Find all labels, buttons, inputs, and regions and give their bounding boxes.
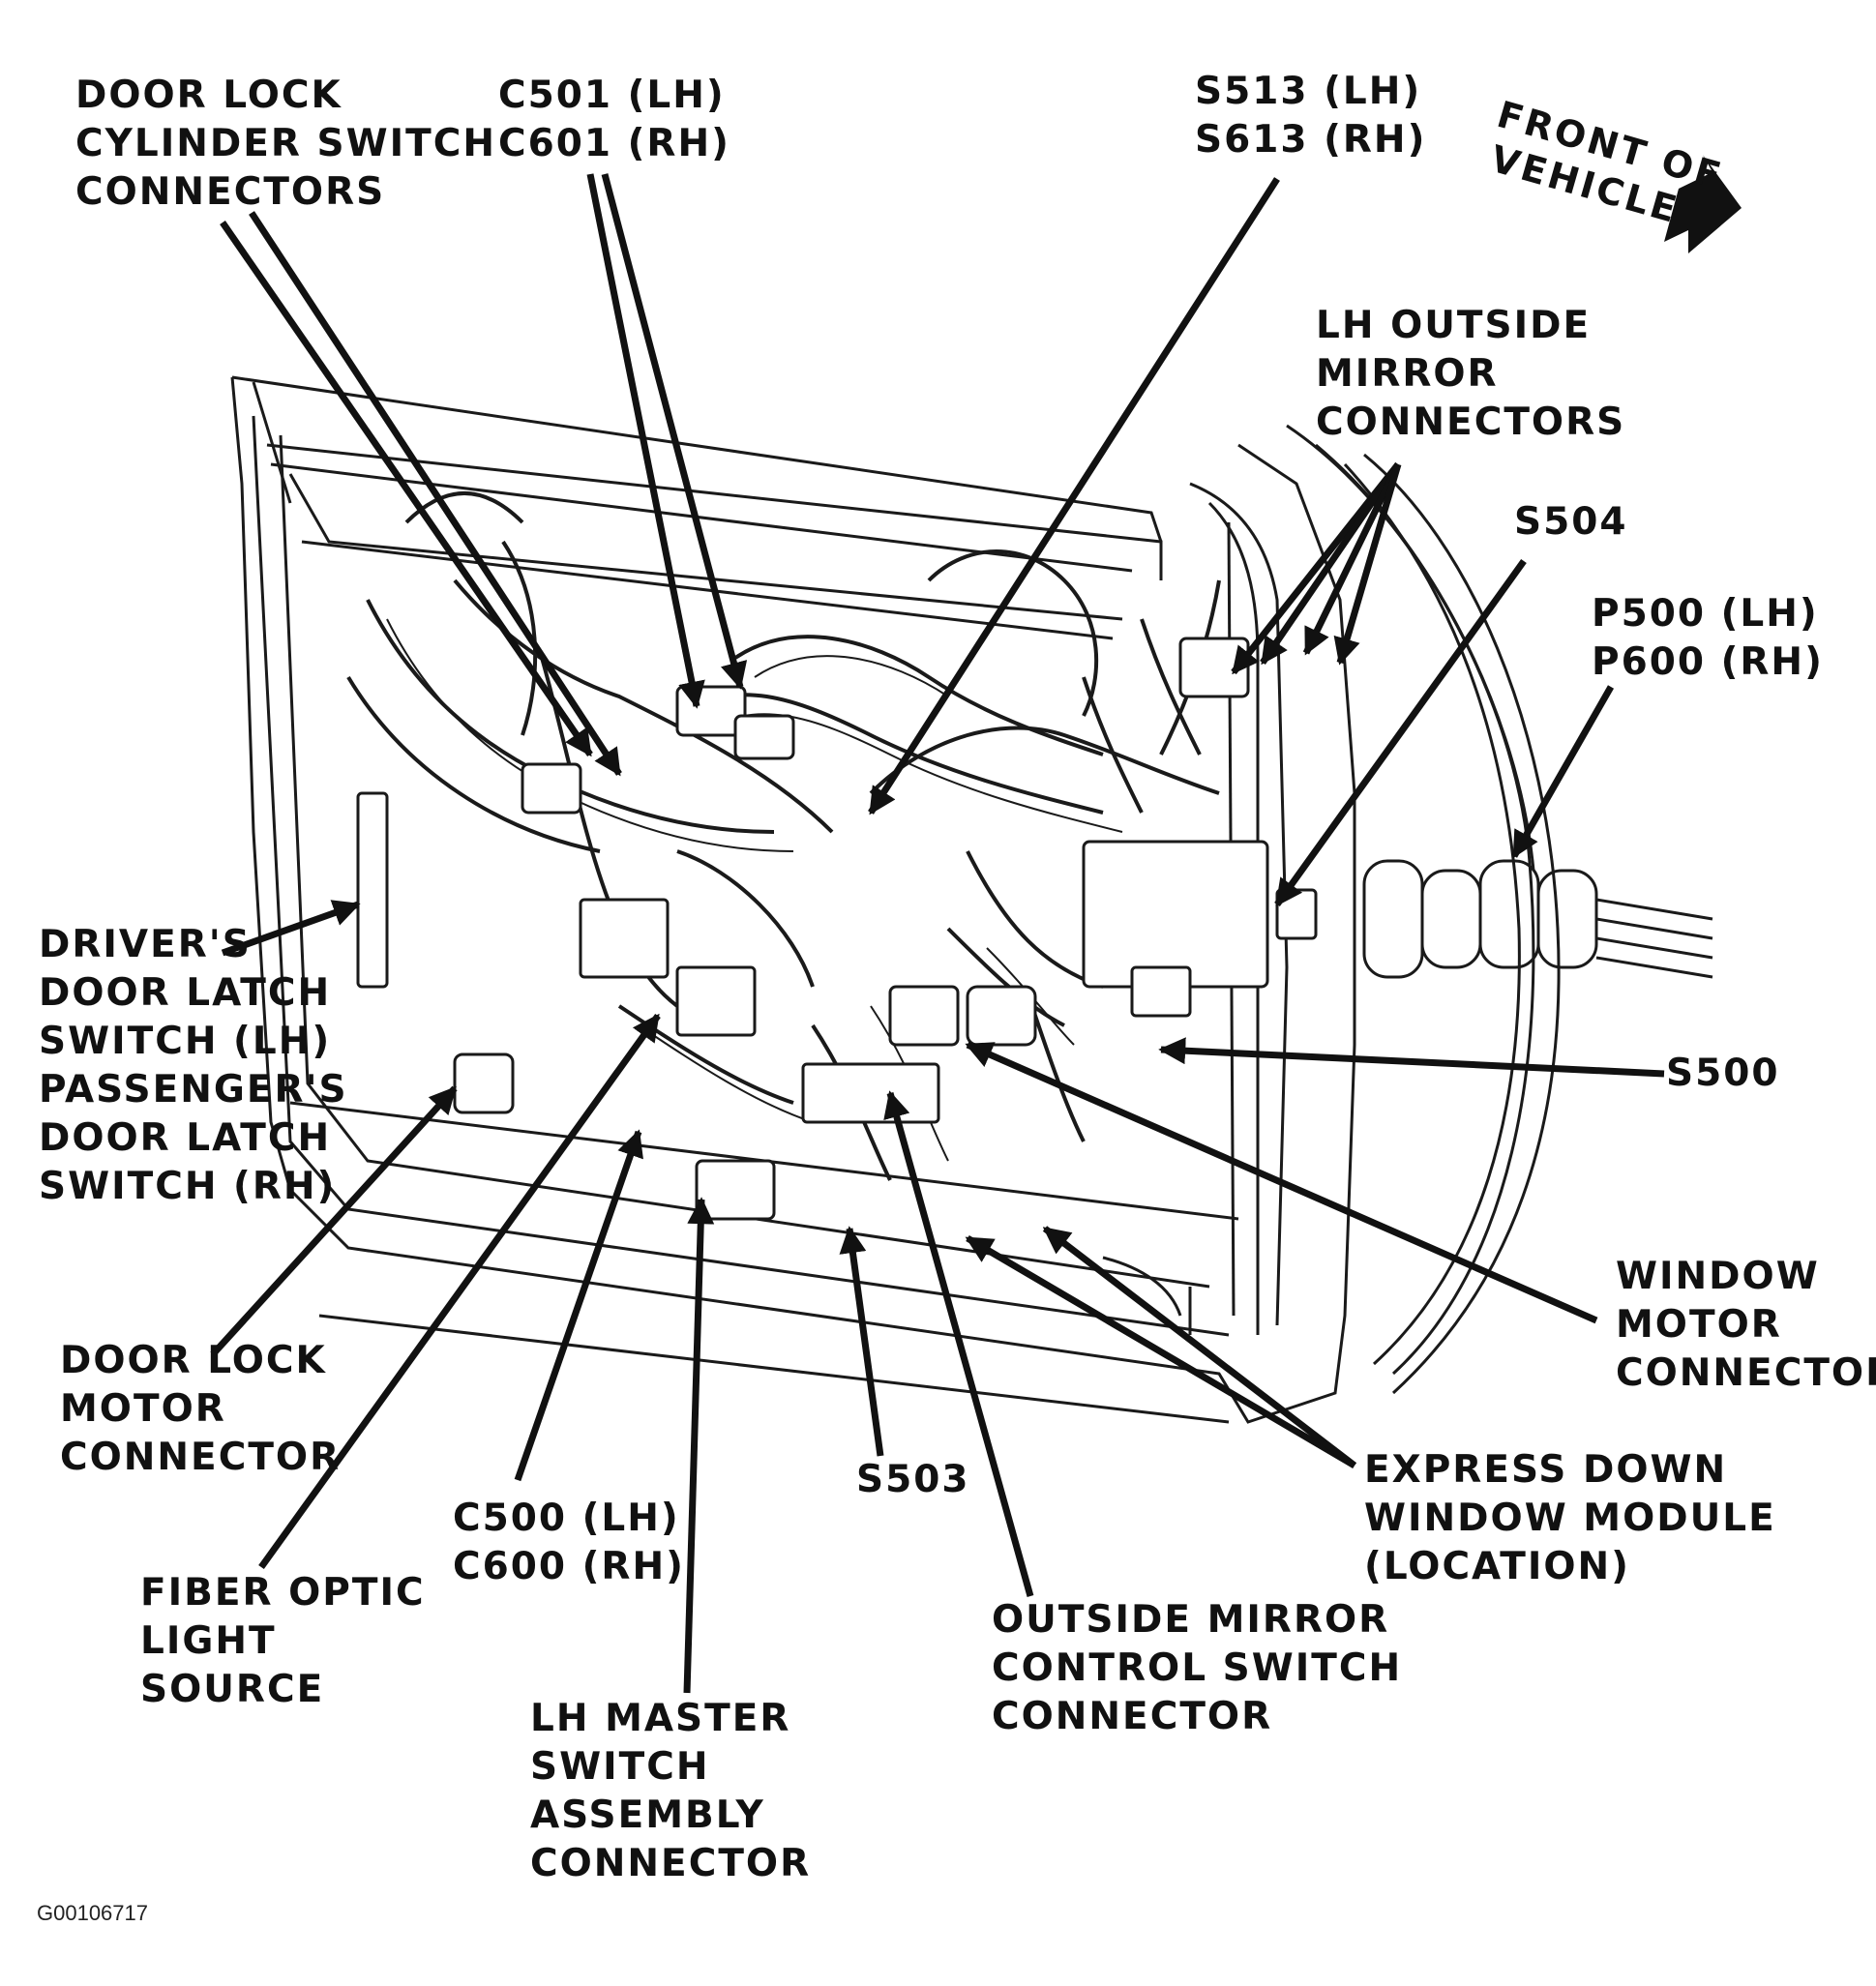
callout-line: CYLINDER SWITCH — [75, 122, 496, 165]
callout-line: SWITCH (LH) — [39, 1020, 332, 1063]
callout-express-down-window-module: EXPRESS DOWN WINDOW MODULE (LOCATION) — [1364, 1446, 1776, 1591]
leader-s503 — [839, 1226, 884, 1457]
leader-window-motor — [965, 1041, 1598, 1324]
callout-line: S613 (RH) — [1195, 118, 1427, 162]
callout-line: LH MASTER — [530, 1697, 791, 1740]
leader-s500 — [1158, 1037, 1665, 1078]
callout-line: DOOR LOCK — [60, 1339, 327, 1382]
callout-line: C600 (RH) — [453, 1545, 685, 1588]
leader-s504 — [1274, 558, 1527, 907]
callout-line: CONNECTOR — [992, 1695, 1273, 1738]
leader-mirror-4 — [1333, 463, 1402, 666]
callout-line: DOOR LATCH — [39, 1116, 332, 1160]
callout-line: MIRROR — [1316, 352, 1499, 396]
callout-outside-mirror-control-switch-connector: OUTSIDE MIRROR CONTROL SWITCH CONNECTOR — [992, 1596, 1402, 1741]
callout-line: SWITCH — [530, 1745, 710, 1789]
callout-c501-c601: C501 (LH) C601 (RH) — [498, 72, 730, 168]
leader-c501-1 — [586, 173, 705, 709]
callout-s513-s613: S513 (LH) S613 (RH) — [1195, 68, 1426, 164]
callout-line: P500 (LH) — [1592, 592, 1819, 636]
callout-line: WINDOW MODULE — [1364, 1497, 1776, 1540]
callout-lh-outside-mirror-connectors: LH OUTSIDE MIRROR CONNECTORS — [1316, 302, 1625, 447]
callout-line: C500 (LH) — [453, 1497, 680, 1540]
callout-line: DRIVER'S — [39, 923, 252, 966]
callout-line: CONTROL SWITCH — [992, 1646, 1403, 1690]
wiring-harness — [346, 491, 1221, 1181]
connector-blocks — [356, 637, 1318, 1221]
callout-window-motor-connector: WINDOW MOTOR CONNECTOR — [1616, 1253, 1876, 1398]
callout-door-lock-cylinder-switch-connectors: DOOR LOCK CYLINDER SWITCH CONNECTORS — [75, 72, 496, 217]
callout-line: S500 — [1666, 1052, 1780, 1095]
callout-line: DOOR LOCK — [75, 74, 342, 117]
leader-s513 — [868, 177, 1280, 815]
callout-line: C501 (LH) — [498, 74, 726, 117]
figure-code: G00106717 — [37, 1901, 148, 1925]
leader-door-latch — [221, 900, 361, 957]
leader-door-lock-cylinder-2 — [249, 211, 622, 777]
callout-line: MOTOR — [1616, 1303, 1782, 1347]
callout-line: CONNECTORS — [1316, 400, 1626, 444]
callout-line: EXPRESS DOWN — [1364, 1448, 1728, 1492]
callout-line: LIGHT — [140, 1619, 277, 1663]
callout-line: LH OUTSIDE — [1316, 304, 1592, 347]
leader-p500 — [1510, 685, 1615, 859]
callout-line: MOTOR — [60, 1387, 226, 1431]
callout-door-lock-motor-connector: DOOR LOCK MOTOR CONNECTOR — [60, 1337, 341, 1482]
callout-line: SOURCE — [140, 1668, 325, 1711]
callout-line: FIBER OPTIC — [140, 1571, 426, 1615]
callout-line: ASSEMBLY — [530, 1793, 765, 1837]
callout-s503: S503 — [856, 1456, 970, 1504]
leader-c500 — [514, 1129, 643, 1482]
leader-door-lock-cylinder-1 — [220, 221, 593, 757]
leader-express-down-1 — [965, 1234, 1356, 1469]
callout-line: S503 — [856, 1458, 970, 1501]
door-panel-outline — [230, 375, 1561, 1424]
callout-p500-p600: P500 (LH) P600 (RH) — [1592, 590, 1824, 687]
callout-line: C601 (RH) — [498, 122, 730, 165]
front-of-vehicle-arrow — [1664, 155, 1742, 253]
leader-lh-master — [683, 1197, 715, 1694]
callout-line: WINDOW — [1616, 1255, 1820, 1298]
callout-line: P600 (RH) — [1592, 640, 1824, 684]
leader-lines — [210, 173, 1665, 1694]
callout-line: CONNECTORS — [75, 170, 386, 214]
callout-line: CONNECTOR — [1616, 1351, 1876, 1395]
callout-line: PASSENGER'S — [39, 1068, 348, 1112]
leader-fiber-optic — [258, 1013, 661, 1570]
callout-s504: S504 — [1514, 498, 1628, 547]
p500-grommet — [1362, 859, 1713, 979]
callout-fiber-optic-light-source: FIBER OPTIC LIGHT SOURCE — [140, 1569, 426, 1714]
callout-line: S504 — [1514, 500, 1628, 544]
callout-line: S513 (LH) — [1195, 70, 1422, 113]
callout-door-latch-switches: DRIVER'S DOOR LATCH SWITCH (LH) PASSENGE… — [39, 921, 348, 1211]
leader-outside-mirror-switch — [883, 1090, 1034, 1597]
leader-express-down-2 — [1042, 1226, 1357, 1468]
callout-lh-master-switch-assembly-connector: LH MASTER SWITCH ASSEMBLY CONNECTOR — [530, 1695, 811, 1888]
callout-line: (LOCATION) — [1364, 1545, 1630, 1588]
leader-c501-2 — [601, 173, 748, 690]
callout-line: OUTSIDE MIRROR — [992, 1598, 1390, 1642]
callout-line: CONNECTOR — [60, 1436, 342, 1479]
leader-mirror-3 — [1302, 462, 1402, 656]
callout-s500: S500 — [1666, 1050, 1780, 1098]
leader-door-lock-motor — [210, 1085, 458, 1357]
callout-line: CONNECTOR — [530, 1842, 812, 1885]
callout-line: DOOR LATCH — [39, 971, 332, 1015]
callout-c500-c600: C500 (LH) C600 (RH) — [453, 1495, 685, 1591]
callout-line: SWITCH (RH) — [39, 1165, 337, 1208]
leader-mirror-2 — [1260, 462, 1401, 666]
